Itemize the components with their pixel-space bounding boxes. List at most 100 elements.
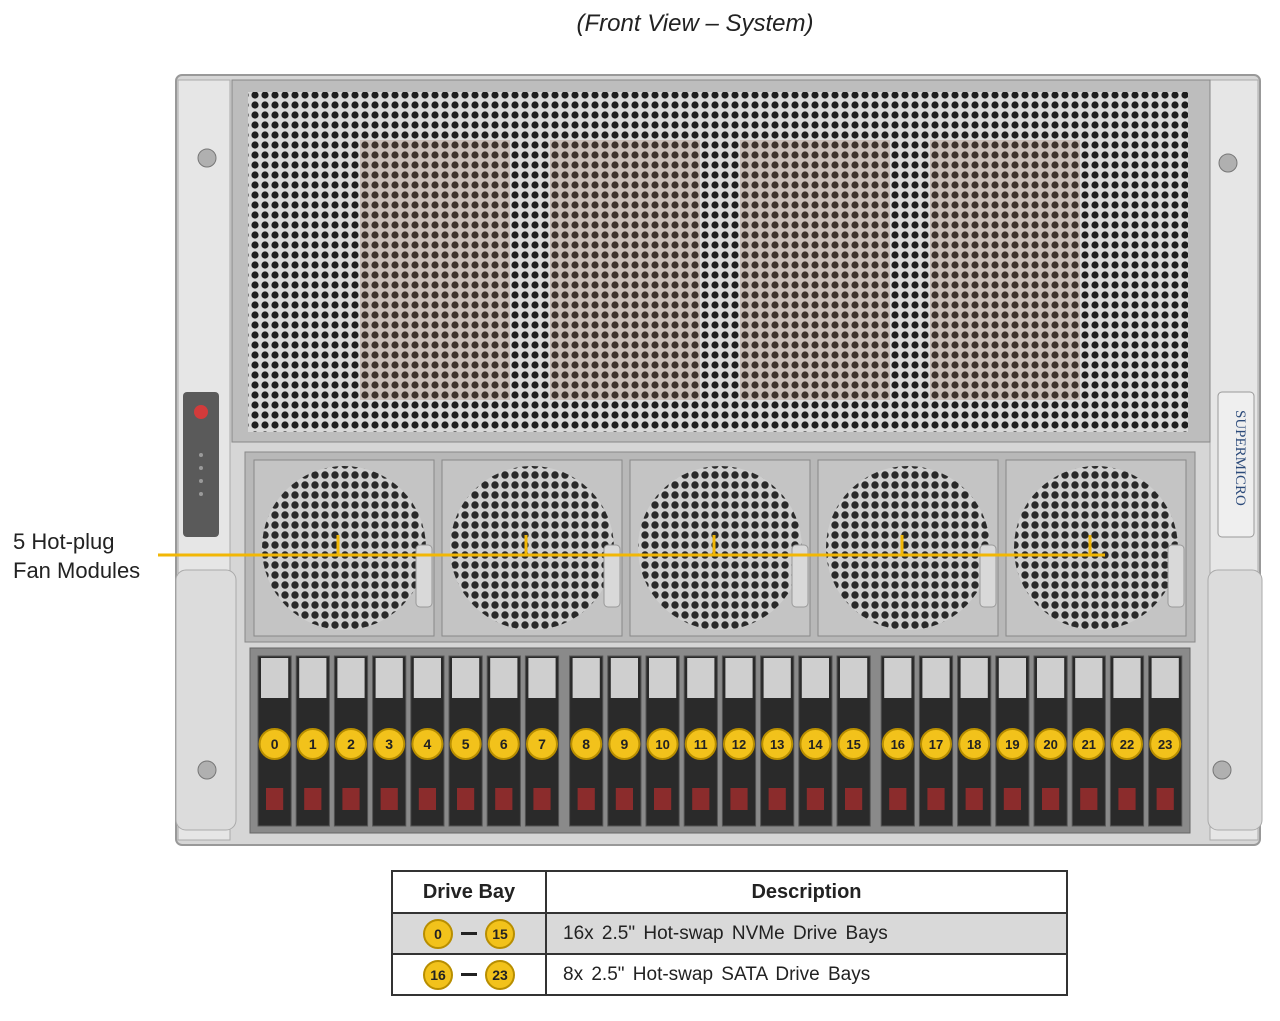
drive-bay-number: 14 [808,737,823,752]
fan-latch [415,544,433,608]
drive-bay-badge [1034,728,1067,760]
drive-bay-number: 20 [1043,737,1057,752]
fan-callout-line1: 5 Hot-plug [13,529,115,554]
bay-badge: 23 [485,959,515,990]
fan-module [1005,459,1187,637]
fan-grille [638,466,802,630]
drive-bay: 22 [1109,655,1145,827]
drive-bay-badge [684,728,717,760]
drive-bay-badge [335,728,367,760]
drive-bay-badge [570,728,603,760]
power-button-icon [194,405,208,419]
drive-bay-badge [996,728,1029,760]
left-handle [175,569,237,831]
drive-bay: 15 [836,655,871,827]
drive-bay-badge [296,728,329,760]
drive-latch [889,788,907,810]
drive-latch [304,788,322,810]
drive-bay-number: 12 [732,737,746,752]
drive-bay: 19 [995,655,1030,827]
fan-latch [1167,544,1185,608]
drive-bay-number: 19 [1005,737,1019,752]
drive-bay-badge [373,728,406,760]
drive-bay-badge [723,728,755,760]
drive-bay-number: 1 [309,736,317,752]
fan-callout-ticks [336,535,1092,555]
drive-bay: 6 [486,655,521,827]
drive-bay-number: 15 [846,737,860,752]
drive-latch [1118,788,1136,810]
drive-bay-number: 23 [1158,737,1172,752]
drive-latch [845,788,863,810]
fan-grille [262,466,426,630]
brand-logo: SUPERMICRO [1232,410,1248,506]
fan-grille [826,466,990,630]
drive-bay-number: 11 [694,737,708,752]
fan-grille [450,466,614,630]
drive-bay-number: 2 [347,736,355,752]
drive-latch [495,788,513,810]
drive-bay-badge [1149,728,1182,760]
legend-row: 16 23 8x 2.5" Hot-swap SATA Drive Bays [391,953,1068,996]
drive-bay: 12 [721,655,757,827]
drive-bay: 17 [918,655,954,827]
fan-latch [791,544,809,608]
drive-bay: 23 [1148,655,1183,827]
fan-module [441,459,623,637]
drive-bay-number: 6 [500,736,508,752]
fan-latch [603,544,621,608]
drive-bay: 1 [295,655,330,827]
legend-description: 16x 2.5" Hot-swap NVMe Drive Bays [545,912,1068,955]
drive-bay-number: 7 [538,736,546,752]
drive-bay: 10 [645,655,680,827]
drive-bay-badge [958,728,991,760]
drive-latch [533,788,551,810]
right-handle [1207,569,1263,831]
drive-bay-number: 22 [1120,737,1134,752]
drive-bay-number: 9 [621,736,629,752]
drive-bay-badge [449,728,482,760]
range-dash [461,973,477,976]
drive-bay-badge [646,728,679,760]
drive-bay-badge [881,728,914,760]
drive-bay: 3 [372,655,407,827]
drive-latch [1156,788,1174,810]
screw-icon [197,148,217,168]
drive-bay: 16 [880,655,915,827]
drive-bay-badge [920,728,952,760]
bay-badge: 16 [423,959,453,990]
legend-header-desc: Description [545,870,1068,914]
legend-row: 0 15 16x 2.5" Hot-swap NVMe Drive Bays [391,912,1068,955]
drive-bay-badge [799,728,832,760]
drive-latch [1003,788,1021,810]
drive-bay: 18 [957,655,992,827]
fan-modules [253,459,1187,637]
screw-icon [1218,153,1238,173]
drive-bay: 9 [607,655,642,827]
drive-latch [692,788,710,810]
drive-bay: 21 [1071,655,1106,827]
fan-module [817,459,999,637]
drive-latch [577,788,595,810]
drive-bay: 13 [760,655,795,827]
legend-header-row: Drive Bay Description [391,870,1068,914]
drive-bay: 20 [1033,655,1068,827]
drive-latch [418,788,436,810]
drive-bay: 14 [798,655,833,827]
drive-latch [654,788,672,810]
drive-bay-badge [411,728,444,760]
drive-latch [806,788,824,810]
drive-bay-number: 5 [462,736,470,752]
legend-bay-range: 16 23 [391,953,547,996]
fan-latch [979,544,997,608]
drive-latch [457,788,475,810]
fan-module [253,459,435,637]
range-dash [461,932,477,935]
control-panel [183,392,219,537]
drive-bay-badge [761,728,794,760]
drive-latch [1080,788,1098,810]
drive-latch [342,788,360,810]
fan-module [629,459,811,637]
